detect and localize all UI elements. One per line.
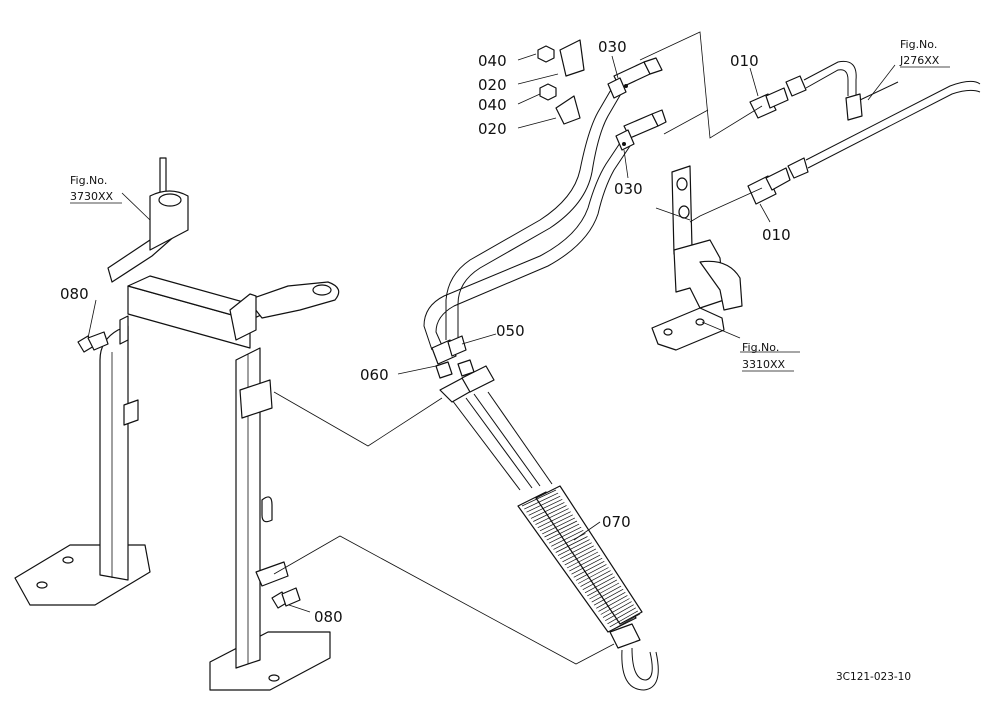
fittings-050-060 <box>431 335 495 403</box>
callout-070: 070 <box>602 513 631 531</box>
callout-010-upper: 010 <box>730 52 759 70</box>
drawing-code: 3C121-023-10 <box>836 671 911 683</box>
callout-040-upper: 040 <box>478 52 507 70</box>
figure-ref-label: Fig.No. <box>70 174 107 187</box>
cooler-fins <box>521 489 641 631</box>
callout-080-lower: 080 <box>314 608 343 626</box>
unions-010-pipes <box>747 60 981 205</box>
bracket-3310 <box>651 165 743 351</box>
figure-ref-label: Fig.No. <box>900 38 937 51</box>
figure-ref-number: J276XX <box>899 54 940 67</box>
callout-050: 050 <box>496 322 525 340</box>
leader-lines <box>87 31 896 665</box>
oil-hoses <box>423 87 659 691</box>
bolts-080 <box>77 331 301 609</box>
callout-020-upper: 020 <box>478 76 507 94</box>
callout-020-lower: 020 <box>478 120 507 138</box>
figure-ref-j276: Fig.No. J276XX <box>899 38 950 68</box>
callout-030-lower: 030 <box>614 180 643 198</box>
figure-ref-number: 3310XX <box>742 358 786 371</box>
callout-010-lower: 010 <box>762 226 791 244</box>
top-fittings <box>537 39 667 151</box>
callout-080-upper: 080 <box>60 285 89 303</box>
figure-ref-number: 3730XX <box>70 190 114 203</box>
frame-structure <box>14 157 340 691</box>
callout-040-lower: 040 <box>478 96 507 114</box>
oil-cooler-070 <box>517 485 643 633</box>
figure-ref-label: Fig.No. <box>742 341 779 354</box>
callout-030-upper: 030 <box>598 38 627 56</box>
callout-060: 060 <box>360 366 389 384</box>
figure-ref-3310: Fig.No. 3310XX <box>742 341 794 372</box>
figure-ref-3730: Fig.No. 3730XX <box>70 174 122 204</box>
